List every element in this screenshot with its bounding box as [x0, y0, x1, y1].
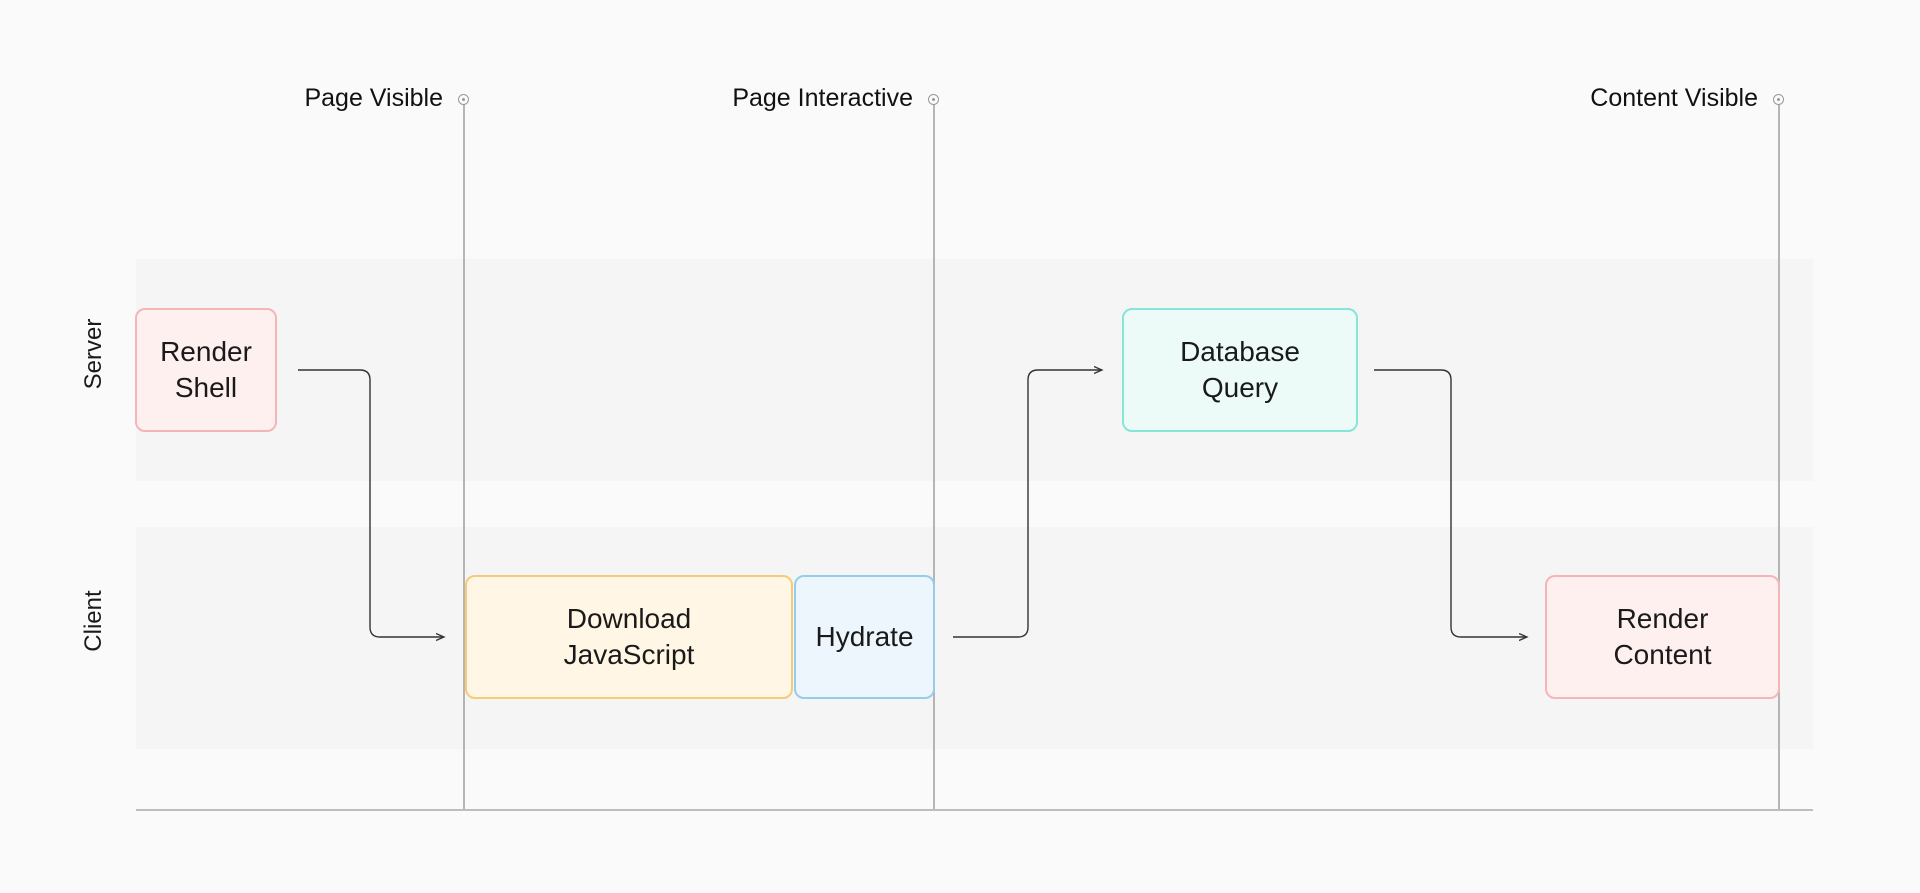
client-lane	[136, 527, 1813, 749]
download-javascript-label: Download JavaScript	[563, 603, 695, 670]
page-visible-label: Page Visible	[304, 84, 443, 112]
server-lane	[136, 259, 1813, 481]
edge-render-shell-to-download-javascript	[298, 369, 444, 637]
render-shell-node: Render Shell	[135, 308, 277, 432]
page-visible-marker-icon	[458, 94, 469, 105]
page-interactive-marker-icon	[928, 94, 939, 105]
page-interactive-line	[933, 100, 935, 811]
edge-database-query-to-render-content	[1374, 369, 1527, 637]
download-javascript-node: Download JavaScript	[465, 575, 793, 699]
hydrate-label: Hydrate	[815, 621, 914, 652]
content-visible-label: Content Visible	[1590, 84, 1758, 112]
hydrate-node: Hydrate	[794, 575, 935, 699]
page-interactive-label: Page Interactive	[732, 84, 913, 112]
render-content-node: Render Content	[1545, 575, 1780, 699]
edge-hydrate-to-database-query	[953, 370, 1102, 638]
page-visible-line	[463, 100, 465, 811]
render-shell-label: Render Shell	[160, 336, 252, 403]
render-content-label: Render Content	[1613, 603, 1712, 670]
database-query-label: Database Query	[1180, 336, 1300, 403]
content-visible-line	[1778, 100, 1780, 811]
database-query-node: Database Query	[1122, 308, 1358, 432]
timeline-axis	[136, 809, 1813, 811]
content-visible-marker-icon	[1773, 94, 1784, 105]
